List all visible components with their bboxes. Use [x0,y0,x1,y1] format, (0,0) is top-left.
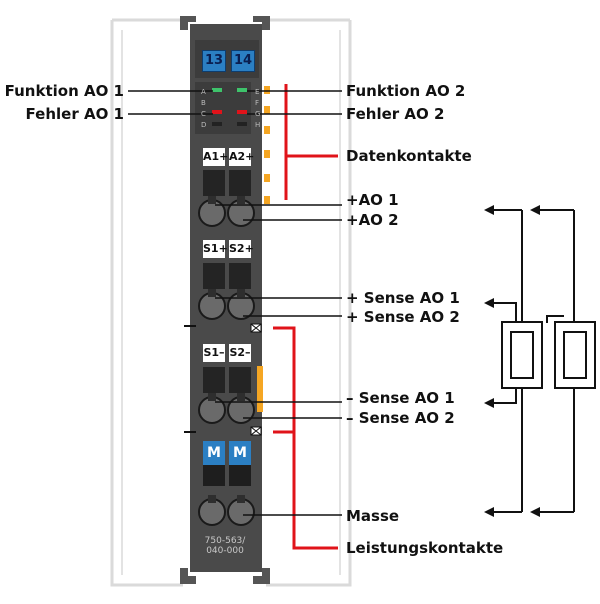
label-funktion-ao1: Funktion AO 1 [4,82,124,100]
led-letter-a: A [201,88,206,96]
label-fehler-ao1: Fehler AO 1 [25,105,124,123]
slot-tag-s2-plus: S2+ [229,240,254,258]
slot-tag-a1-plus: A1+ [203,148,228,166]
model-number: 750-563/ 040-000 [196,536,254,556]
terminal-slots [203,170,251,486]
resistor-load-2 [554,321,596,389]
channel-number-1: 13 [202,50,226,72]
slot-tag-s1-minus: S1– [203,344,225,362]
module-clamps [180,16,270,584]
channel-number-2: 14 [231,50,255,72]
led-letter-e: E [255,88,260,96]
leader-lines [128,90,342,516]
din-rail-outline [110,18,352,587]
datenkontakte-bracket [284,84,338,200]
label-plus-ao2: +AO 2 [346,211,399,229]
led-letter-c: C [201,110,206,118]
ground-tag-2: M [229,441,251,465]
power-contact-markers [250,323,262,436]
status-leds [212,88,247,126]
label-leistungskontakte: Leistungskontakte [346,539,504,557]
label-datenkontakte: Datenkontakte [346,147,472,165]
label-fehler-ao2: Fehler AO 2 [346,105,445,123]
resistor-load-1 [501,321,543,389]
model-number-line1: 750-563/ [204,536,246,546]
label-plus-sense-ao2: + Sense AO 2 [346,308,460,326]
slot-tag-a2-plus: A2+ [229,148,254,166]
led-letter-h: H [255,121,261,129]
bus-ticks [184,325,196,433]
led-letter-d: D [201,121,207,129]
led-funktion-ao1 [212,88,222,92]
power-contact-strip [257,366,263,412]
leistungskontakte-bracket [273,326,338,550]
release-buttons [198,199,255,526]
ground-tag-1: M [203,441,225,465]
slot-tag-s1-plus: S1+ [203,240,228,258]
led-funktion-ao2 [237,88,247,92]
label-minus-sense-ao2: – Sense AO 2 [346,409,455,427]
label-masse: Masse [346,507,400,525]
led-letter-g: G [255,110,261,118]
slot-tag-s2-minus: S2– [229,344,251,362]
label-minus-sense-ao1: – Sense AO 1 [346,389,455,407]
led-fehler-ao2 [237,110,247,114]
data-contacts [264,86,270,204]
label-plus-sense-ao1: + Sense AO 1 [346,289,460,307]
label-plus-ao1: +AO 1 [346,191,399,209]
led-fehler-ao1 [212,110,222,114]
label-funktion-ao2: Funktion AO 2 [346,82,466,100]
led-letter-f: F [255,99,260,107]
led-letter-b: B [201,99,206,107]
model-number-line2: 040-000 [206,546,244,556]
